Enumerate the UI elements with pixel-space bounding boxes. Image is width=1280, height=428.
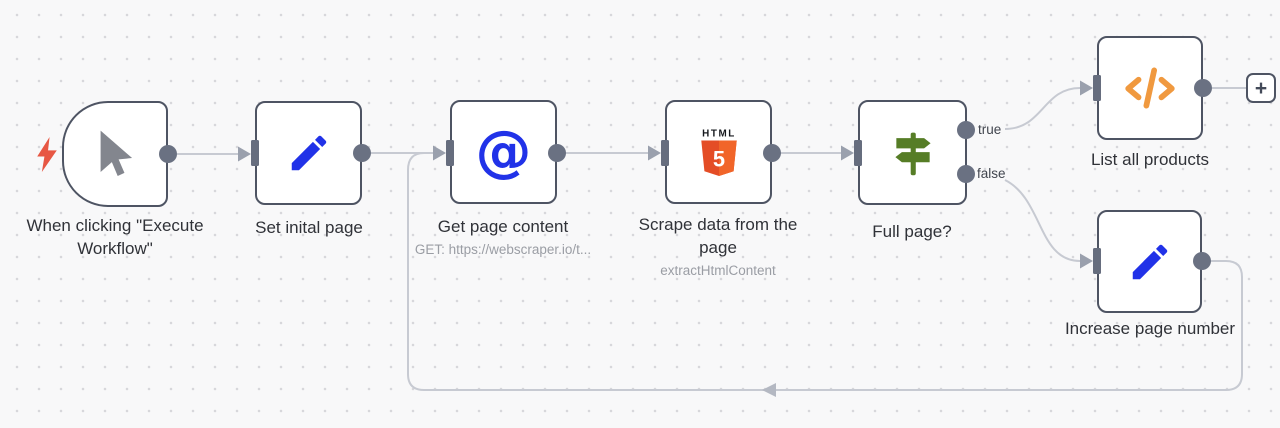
node-increase-page-number[interactable] (1097, 210, 1202, 313)
node-title-scrape-data: Scrape data from the page (638, 215, 798, 257)
node-scrape-data[interactable]: HTML 5 (665, 100, 772, 204)
node-label-set-initial-page: Set inital page (255, 218, 363, 237)
node-label-list-all-products: List all products (1090, 150, 1210, 169)
node-manual-trigger[interactable] (62, 101, 168, 207)
arrowhead-into-get (433, 145, 446, 161)
wire-true-to-list (1004, 87, 1081, 130)
html5-icon: HTML 5 (700, 128, 737, 176)
trigger-bolt-icon (37, 137, 57, 172)
node-get-page-content[interactable]: @ (450, 100, 557, 204)
arrowhead-into-scrape (648, 145, 661, 161)
node-subtitle-scrape-data: extractHtmlContent (660, 263, 776, 278)
node-list-all-products[interactable] (1097, 36, 1203, 140)
wire-false-to-increase (1004, 179, 1081, 262)
node-label-full-page: Full page? (872, 222, 952, 241)
node-label-increase-page-number: Increase page number (1064, 319, 1236, 338)
signpost-icon (894, 132, 931, 175)
node-label-trigger: When clicking "Execute Workflow" (26, 216, 204, 258)
arrowhead-into-set (238, 146, 251, 162)
svg-text:HTML: HTML (702, 128, 736, 139)
node-title-get-page-content: Get page content (437, 217, 569, 236)
node-set-initial-page[interactable] (255, 101, 362, 205)
cursor-icon (100, 130, 133, 177)
pencil-icon (291, 135, 326, 171)
arrowhead-into-increase (1080, 253, 1093, 269)
at-sign-icon: @ (475, 119, 532, 184)
add-node-button[interactable]: + (1246, 73, 1276, 103)
output-label-false: false (977, 166, 1006, 181)
arrowhead-into-list (1080, 80, 1093, 96)
node-label-scrape-data: Scrape data from the page extractHtmlCon… (628, 213, 808, 280)
code-icon (1125, 67, 1175, 109)
node-full-page-if[interactable] (858, 100, 967, 205)
pencil-icon (1132, 244, 1167, 279)
plus-icon: + (1254, 76, 1268, 100)
output-label-true: true (978, 122, 1002, 137)
arrowhead-into-fullpage (841, 145, 854, 161)
arrowhead-loop-left (762, 383, 776, 397)
svg-text:5: 5 (712, 147, 724, 172)
node-subtitle-get-page-content: GET: https://webscraper.io/t... (414, 242, 592, 257)
node-label-get-page-content: Get page content GET: https://webscraper… (383, 215, 623, 259)
